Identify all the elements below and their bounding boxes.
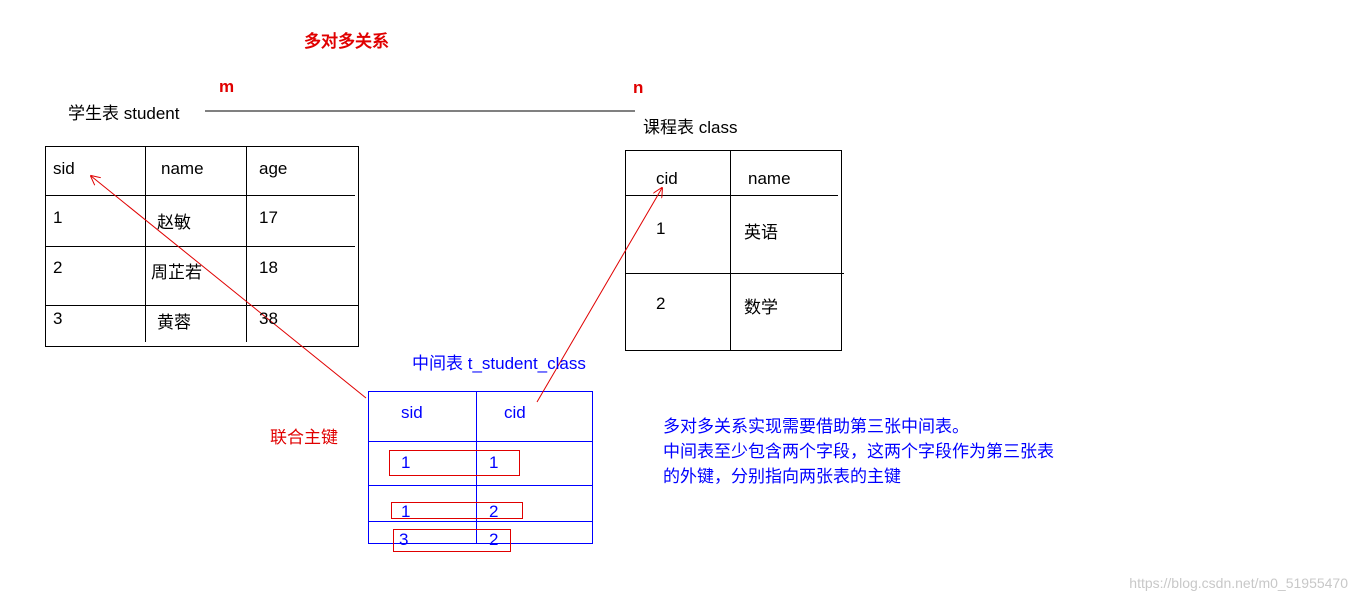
table-cell: 3 (399, 530, 409, 549)
table-cell: 1 (401, 502, 411, 521)
explanation-note: 多对多关系实现需要借助第三张中间表。 中间表至少包含两个字段，这两个字段作为第三… (663, 414, 1054, 489)
table-cell: 17 (259, 208, 278, 227)
table-cell: 数学 (744, 298, 778, 317)
class-header-cid: cid (656, 169, 678, 188)
key-box-row3 (393, 529, 511, 552)
table-cell: 2 (656, 294, 666, 313)
middle-header-sid: sid (401, 403, 423, 422)
table-cell: 1 (401, 453, 411, 472)
table-cell: 英语 (744, 223, 778, 242)
table-cell: 1 (656, 219, 666, 238)
student-table-caption: 学生表 student (68, 104, 180, 123)
page-title: 多对多关系 (304, 32, 389, 51)
middle-table-caption: 中间表 t_student_class (412, 354, 586, 373)
student-header-age: age (259, 159, 288, 178)
student-header-name: name (161, 159, 204, 178)
table-cell: 38 (259, 309, 278, 328)
table-cell: 2 (53, 258, 63, 277)
table-cell: 赵敏 (157, 213, 191, 232)
table-cell: 3 (53, 309, 63, 328)
student-header-sid: sid (53, 159, 75, 178)
arrow-cid-to-class (536, 188, 662, 403)
middle-table-grid (368, 391, 593, 544)
student-table-grid (45, 146, 359, 347)
watermark: https://blog.csdn.net/m0_51955470 (1129, 575, 1348, 591)
table-cell: 1 (53, 208, 63, 227)
class-table-caption: 课程表 class (643, 118, 738, 137)
note-line: 多对多关系实现需要借助第三张中间表。 (663, 417, 969, 436)
note-line: 中间表至少包含两个字段，这两个字段作为第三张表 (663, 442, 1054, 461)
composite-key-boxes (389, 450, 523, 552)
table-cell: 1 (489, 453, 499, 472)
class-header-name: name (748, 169, 791, 188)
table-cell: 2 (489, 502, 499, 521)
table-cell: 2 (489, 530, 499, 549)
middle-header-cid: cid (504, 403, 526, 422)
n-cardinality-label: n (633, 78, 644, 97)
note-line: 的外键，分别指向两张表的主键 (663, 467, 901, 486)
arrow-sid-to-student (91, 176, 367, 399)
key-box-row1 (389, 450, 520, 476)
table-cell: 18 (259, 258, 278, 277)
table-cell: 黄蓉 (157, 313, 191, 332)
table-cell: 周芷若 (151, 263, 202, 282)
m-cardinality-label: m (219, 77, 235, 96)
composite-key-label: 联合主键 (270, 428, 338, 447)
key-box-row2 (391, 502, 523, 519)
